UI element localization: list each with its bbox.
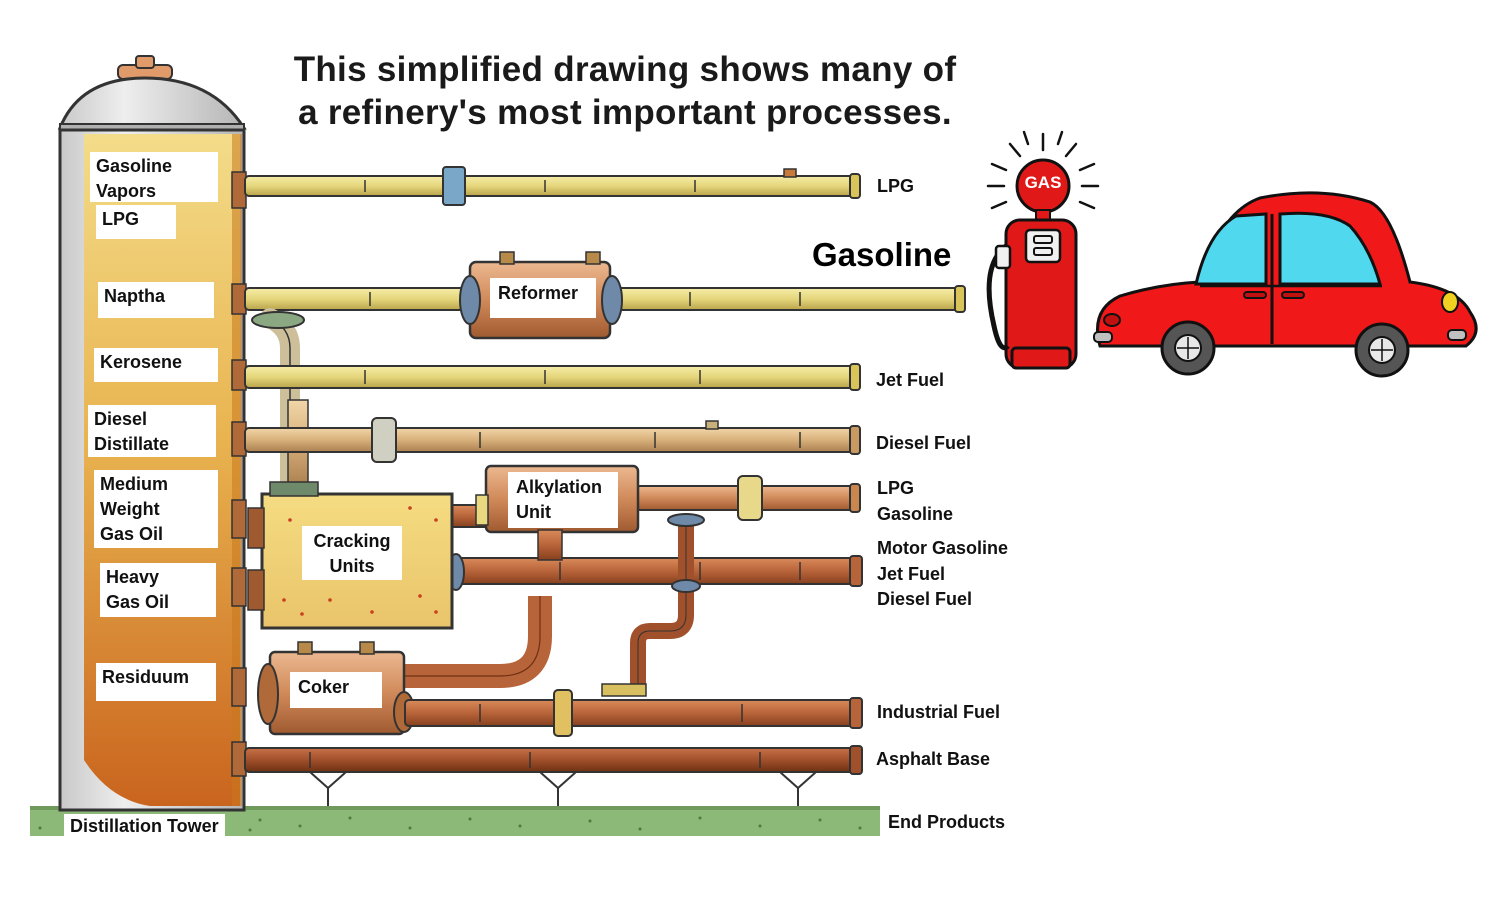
- process-label-line: Units: [329, 556, 375, 576]
- fraction-label-line: Heavy: [106, 567, 160, 587]
- pipe-industrial-fuel: [404, 689, 863, 737]
- pipe-cracked: [447, 513, 863, 697]
- fraction-gasoline-vapors: Gasoline Vapors: [90, 152, 218, 202]
- pipe-lpg: [244, 166, 861, 206]
- alkylation-unit-label: Alkylation Unit: [508, 472, 618, 528]
- gas-pump-illustration: [986, 130, 1100, 370]
- fraction-residuum: Residuum: [96, 663, 216, 701]
- end-products-heading: End Products: [888, 812, 1006, 832]
- fraction-label-line: Naptha: [104, 286, 166, 306]
- fraction-heavy-gas-oil: Heavy Gas Oil: [100, 563, 216, 617]
- pipe-asphalt: [244, 745, 863, 806]
- cracking-units-label: Cracking Units: [302, 526, 402, 580]
- fraction-label-line: Kerosene: [100, 352, 183, 372]
- fraction-lpg: LPG: [96, 205, 176, 239]
- title-line-2: a refinery's most important processes.: [298, 93, 952, 132]
- process-label-line: Cracking: [313, 531, 391, 551]
- product-industrial-fuel: Industrial Fuel: [877, 702, 1001, 722]
- product-asphalt-base: Asphalt Base: [876, 749, 991, 769]
- product-label-line: Gasoline: [877, 503, 954, 524]
- product-label-line: Diesel Fuel: [877, 589, 973, 609]
- fraction-diesel-distillate: Diesel Distillate: [88, 405, 216, 457]
- product-label-line: Motor Gasoline: [877, 538, 1009, 558]
- car-illustration: [1093, 191, 1478, 378]
- product-jet-fuel: Jet Fuel: [876, 370, 945, 390]
- pipe-vertical-feed: [251, 308, 309, 498]
- title-line-1: This simplified drawing shows many of: [293, 50, 957, 89]
- fraction-label-line: Weight: [100, 499, 160, 519]
- fraction-label-line: Residuum: [102, 667, 190, 687]
- fraction-label-line: Diesel: [94, 409, 148, 429]
- pipe-alkylation: [439, 464, 861, 534]
- product-alky: LPG Gasoline: [877, 476, 953, 527]
- gasoline-callout: Gasoline: [812, 236, 952, 273]
- product-label-line: LPG: [877, 478, 915, 498]
- fraction-label-line: LPG: [102, 209, 140, 229]
- process-label-line: Reformer: [498, 283, 579, 303]
- coker-label: Coker: [290, 672, 382, 708]
- process-label-line: Alkylation: [516, 477, 603, 497]
- process-label-line: Unit: [516, 502, 551, 522]
- fraction-label-line: Medium: [100, 474, 169, 494]
- pipe-kerosene: [244, 363, 861, 391]
- product-label-line: Jet Fuel: [877, 563, 946, 584]
- distillation-tower-label: Distillation Tower: [64, 814, 225, 839]
- fraction-label-line: Vapors: [96, 181, 157, 201]
- fraction-label-line: Distillate: [94, 434, 170, 454]
- fraction-label-line: Gasoline: [96, 156, 173, 176]
- gas-sign-text: GAS: [1024, 173, 1062, 192]
- reformer-label: Reformer: [490, 278, 596, 318]
- product-lpg: LPG: [877, 176, 915, 196]
- product-cracked: Motor Gasoline Jet Fuel Diesel Fuel: [877, 536, 1008, 613]
- fraction-label-line: Gas Oil: [100, 524, 164, 544]
- pipe-diesel: [244, 417, 861, 463]
- fraction-label-line: Gas Oil: [106, 592, 170, 612]
- product-diesel-fuel: Diesel Fuel: [876, 433, 972, 453]
- process-label-line: Coker: [298, 677, 350, 697]
- page-title: This simplified drawing shows many of a …: [255, 48, 995, 134]
- fraction-kerosene: Kerosene: [94, 348, 218, 382]
- fraction-medium-weight-gas-oil: Medium Weight Gas Oil: [94, 470, 218, 548]
- fraction-naptha: Naptha: [98, 282, 214, 318]
